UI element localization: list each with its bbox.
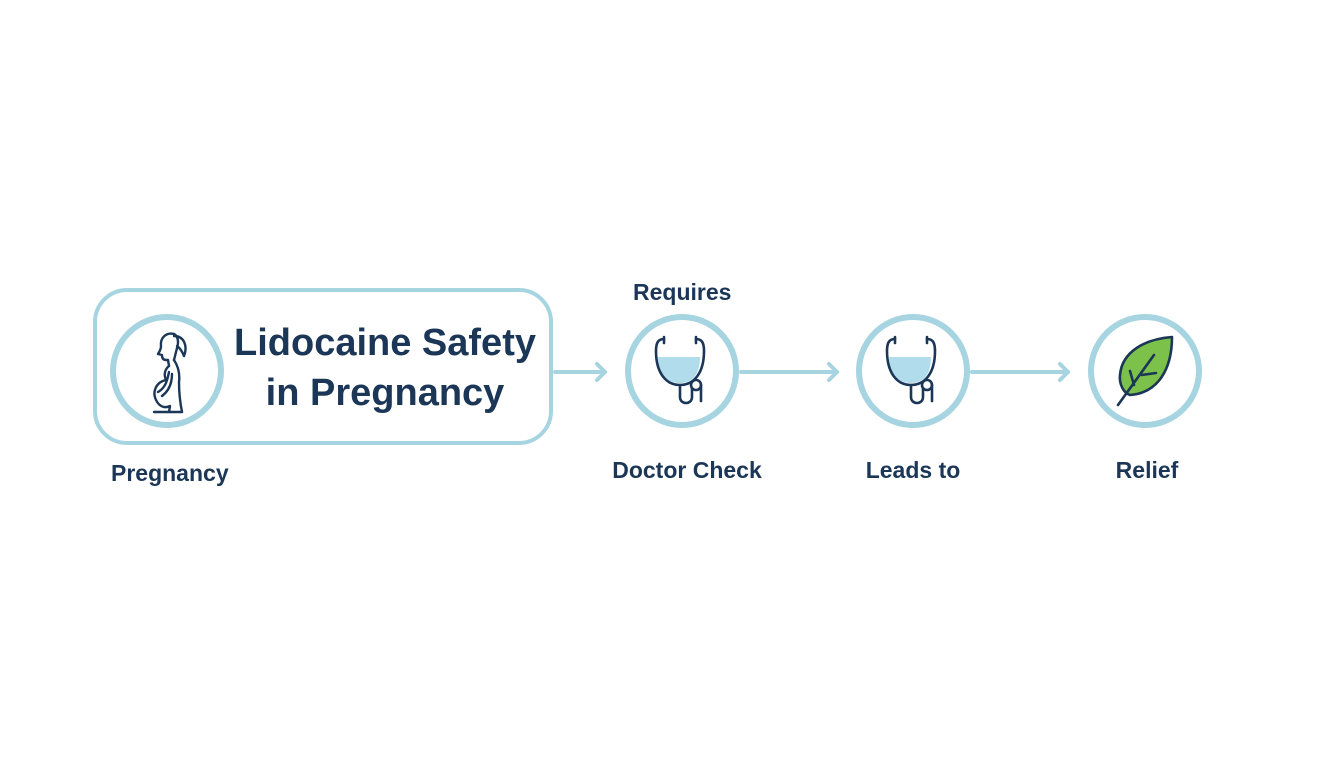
arrow-to-leads-to bbox=[739, 362, 839, 382]
requires-label: Requires bbox=[633, 279, 732, 305]
leads-to-label: Leads to bbox=[865, 457, 961, 483]
leads-to-node bbox=[856, 314, 970, 428]
pregnant-woman-icon bbox=[152, 332, 187, 414]
leaf-icon bbox=[1116, 335, 1174, 407]
stethoscope-icon bbox=[885, 335, 937, 405]
stethoscope-icon bbox=[654, 335, 706, 405]
relief-label: Relief bbox=[1115, 457, 1179, 483]
pregnancy-node bbox=[110, 314, 224, 428]
pregnancy-label: Pregnancy bbox=[111, 460, 229, 486]
doctor-check-label: Doctor Check bbox=[612, 457, 762, 483]
diagram-title: Lidocaine Safety in Pregnancy bbox=[230, 318, 540, 418]
doctor-check-node bbox=[625, 314, 739, 428]
arrow-to-relief bbox=[970, 362, 1070, 382]
title-line-1: Lidocaine Safety bbox=[234, 322, 536, 364]
title-line-2: in Pregnancy bbox=[265, 372, 505, 414]
arrow-to-doctor-check bbox=[553, 362, 607, 382]
relief-node bbox=[1088, 314, 1202, 428]
